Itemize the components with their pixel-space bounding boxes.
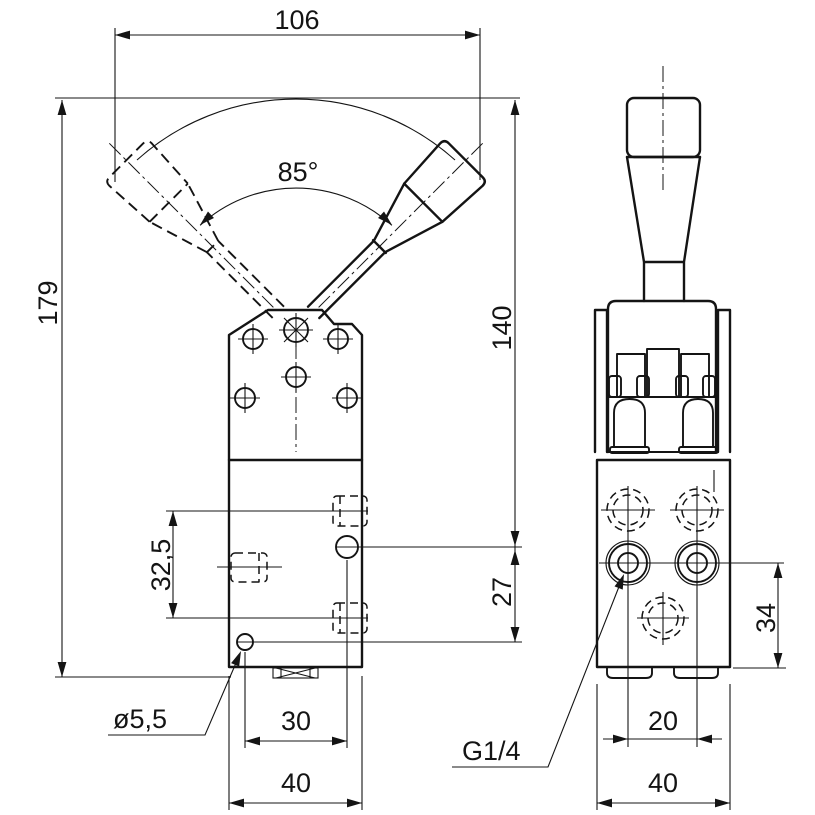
side-view bbox=[593, 66, 784, 747]
mount-holes bbox=[230, 313, 362, 413]
dim-lever-height-and-offset: 140 27 bbox=[487, 100, 520, 642]
dim-port-spacing: 20 bbox=[603, 706, 722, 744]
dim-overall-height: 179 bbox=[33, 97, 520, 678]
lever-solid bbox=[306, 140, 486, 320]
dim-side-body-width: 40 bbox=[596, 684, 731, 810]
hidden-port-left bbox=[217, 552, 282, 583]
dim-label-32-5: 32,5 bbox=[146, 539, 176, 592]
dim-overall-width: 106 bbox=[114, 5, 481, 182]
dim-label-20: 20 bbox=[648, 706, 678, 736]
dim-label-30: 30 bbox=[281, 706, 311, 736]
front-view bbox=[106, 98, 522, 679]
side-lever bbox=[625, 66, 702, 303]
leader-thread: G1/4 bbox=[452, 572, 629, 768]
mount-hole-5-5 bbox=[236, 633, 254, 651]
lever-dashed-position bbox=[106, 140, 285, 319]
front-dimensions: 106 85° 179 140 27 bbox=[33, 5, 520, 810]
dim-label-34: 34 bbox=[751, 603, 781, 633]
dim-side-port-spacing: 32,5 bbox=[146, 510, 368, 619]
dim-label-g14: G1/4 bbox=[462, 736, 521, 766]
dim-label-27: 27 bbox=[487, 577, 517, 607]
bottom-hatch-strip bbox=[272, 667, 319, 679]
dim-port-height: 34 bbox=[733, 563, 786, 669]
dim-label-dia5-5: ø5,5 bbox=[113, 704, 167, 734]
dim-label-106: 106 bbox=[274, 5, 319, 35]
dim-label-85deg: 85° bbox=[278, 157, 319, 187]
plunger-dome-right bbox=[682, 398, 714, 447]
side-threaded-ports bbox=[599, 486, 784, 747]
leader-mount-hole: ø5,5 bbox=[108, 649, 246, 736]
dim-swing-angle: 85° bbox=[196, 157, 396, 229]
side-bracket-mechanism bbox=[593, 299, 732, 454]
dim-label-40-side: 40 bbox=[648, 768, 678, 798]
dim-label-140: 140 bbox=[487, 305, 517, 350]
plunger-dome-left bbox=[613, 398, 646, 447]
valve-body-outline bbox=[227, 308, 364, 669]
dim-hole-to-port: 30 bbox=[244, 560, 348, 748]
side-feet bbox=[606, 667, 719, 679]
dim-front-body-width: 40 bbox=[228, 676, 363, 810]
lever-sweep-arc bbox=[136, 98, 456, 161]
dim-label-40-front: 40 bbox=[281, 768, 311, 798]
lever-knob bbox=[402, 140, 486, 224]
dim-label-179: 179 bbox=[33, 280, 63, 325]
side-dimensions: 34 20 40 G1/4 bbox=[452, 563, 786, 810]
outlet-port-hole bbox=[335, 535, 359, 559]
